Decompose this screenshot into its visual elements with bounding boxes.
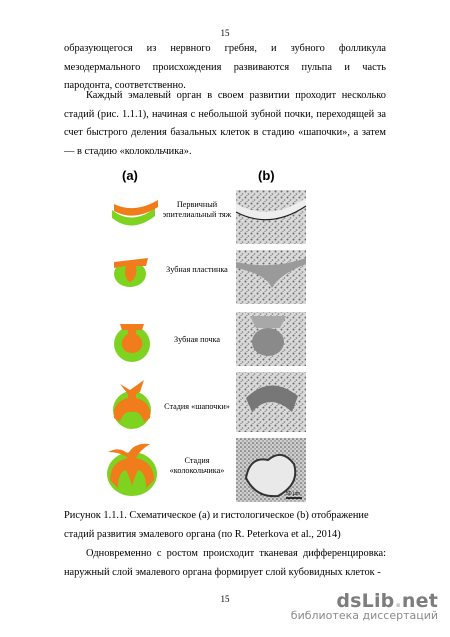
- scale-bar-label: 50 µm: [286, 491, 300, 497]
- panel-label-a: (a): [122, 168, 138, 183]
- figure-caption: Рисунок 1.1.1. Схематическое (a) и гисто…: [64, 510, 369, 540]
- stage-label-5: Стадия «колокольчика»: [169, 456, 225, 475]
- paragraph-3: Одновременно с ростом происходит тканева…: [64, 548, 386, 578]
- stage-label-3: Зубная почка: [174, 335, 220, 344]
- page-number-top: 15: [220, 28, 230, 38]
- stage-label-2: Зубная пластинка: [166, 265, 228, 274]
- watermark: dsLib.net библиотека диссертаций: [291, 590, 438, 622]
- page-number-bottom: 15: [220, 594, 230, 604]
- schematic-stage-3: [114, 324, 150, 362]
- schematic-stage-5: [107, 443, 157, 496]
- figure-enamel-organ-stages: (a) (b): [100, 166, 310, 504]
- figure-drawing: [107, 190, 307, 502]
- stage-label-1: Первичный эпителиальный тяж: [162, 200, 232, 219]
- paragraph-1: образующегося из нервного гребня, и зубн…: [64, 43, 386, 92]
- stage-label-4: Стадия «шапочки»: [164, 402, 230, 411]
- schematic-stage-1: [112, 200, 158, 226]
- schematic-stage-4: [113, 380, 151, 429]
- watermark-logo: dsLib.net: [336, 590, 438, 612]
- paragraph-2: Каждый эмалевый орган в своем развитии п…: [64, 90, 386, 157]
- watermark-subtitle: библиотека диссертаций: [290, 609, 438, 622]
- schematic-stage-2: [114, 258, 148, 287]
- panel-label-b: (b): [258, 168, 275, 183]
